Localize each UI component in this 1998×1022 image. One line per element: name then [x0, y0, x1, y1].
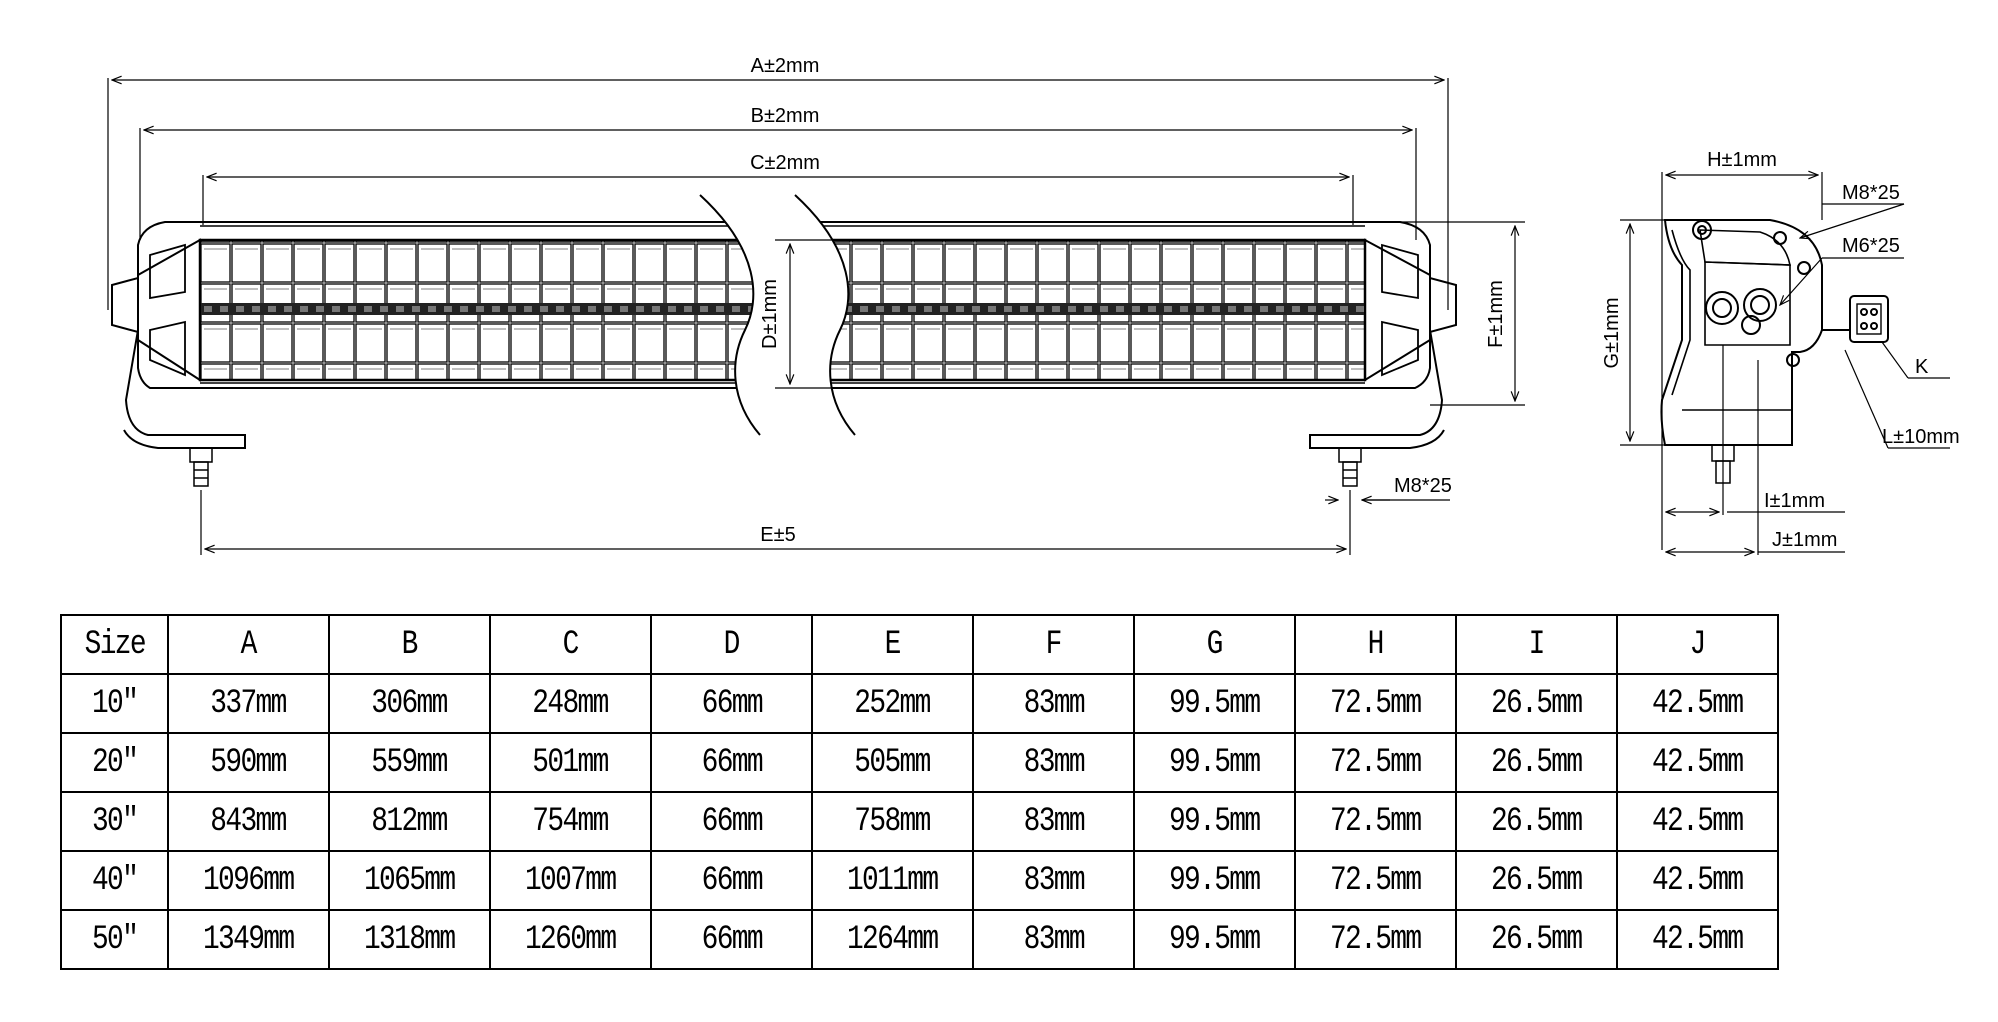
- dimension-cell: 26.5mm: [1455, 732, 1618, 793]
- dimension-cell: 99.5mm: [1133, 791, 1296, 852]
- header-size: Size: [60, 614, 169, 675]
- dimension-cell: 337mm: [167, 673, 330, 734]
- dimension-cell: 812mm: [328, 791, 491, 852]
- size-cell: 40″: [60, 850, 169, 911]
- dim-g-label: G±1mm: [1601, 298, 1623, 369]
- dimension-cell: 83mm: [972, 673, 1135, 734]
- side-dimensions: [1620, 172, 1950, 555]
- dimension-cell: 66mm: [650, 791, 813, 852]
- header-e: E: [811, 614, 974, 675]
- dimension-cell: 83mm: [972, 791, 1135, 852]
- dimension-cell: 1065mm: [328, 850, 491, 911]
- dimension-cell: 83mm: [972, 909, 1135, 970]
- right-bolt: [1338, 447, 1362, 487]
- dimension-cell: 72.5mm: [1294, 673, 1457, 734]
- front-dimension-labels: A±2mm B±2mm C±2mm D±1mm E±5 F±1mm M8*25: [750, 55, 1507, 546]
- technical-drawing: A±2mm B±2mm C±2mm D±1mm E±5 F±1mm M8*25: [107, 55, 1960, 580]
- bolt-bottom-label: M8*25: [1394, 475, 1452, 497]
- dimension-cell: 66mm: [650, 673, 813, 734]
- bolt-side-top-label: M8*25: [1842, 182, 1900, 204]
- dimension-cell: 42.5mm: [1616, 791, 1779, 852]
- dimension-cell: 42.5mm: [1616, 850, 1779, 911]
- left-bolt: [189, 447, 213, 487]
- dimension-cell: 72.5mm: [1294, 850, 1457, 911]
- dimension-cell: 1096mm: [167, 850, 330, 911]
- dimension-cell: 252mm: [811, 673, 974, 734]
- header-a: A: [167, 614, 330, 675]
- dimension-cell: 26.5mm: [1455, 673, 1618, 734]
- dimension-cell: 1264mm: [811, 909, 974, 970]
- dimension-cell: 590mm: [167, 732, 330, 793]
- dimension-cell: 99.5mm: [1133, 673, 1296, 734]
- dimension-cell: 1318mm: [328, 909, 491, 970]
- dimension-cell: 26.5mm: [1455, 791, 1618, 852]
- dimension-cell: 501mm: [489, 732, 652, 793]
- dimension-cell: 66mm: [650, 909, 813, 970]
- dimension-cell: 72.5mm: [1294, 791, 1457, 852]
- dimension-cell: 99.5mm: [1133, 732, 1296, 793]
- dimension-cell: 1011mm: [811, 850, 974, 911]
- dim-a-label: A±2mm: [751, 55, 820, 77]
- dim-l-label: L±10mm: [1882, 426, 1960, 448]
- dimension-cell: 42.5mm: [1616, 909, 1779, 970]
- bolt-side-mid-label: M6*25: [1842, 235, 1900, 257]
- side-dimension-labels: H±1mm G±1mm I±1mm J±1mm K L±10mm M8*25 M…: [1601, 149, 1960, 551]
- size-cell: 50″: [60, 909, 169, 970]
- dimension-cell: 248mm: [489, 673, 652, 734]
- dimension-cell: 505mm: [811, 732, 974, 793]
- dim-f-label: F±1mm: [1485, 280, 1507, 348]
- dimension-cell: 559mm: [328, 732, 491, 793]
- dim-b-label: B±2mm: [751, 105, 820, 127]
- size-cell: 20″: [60, 732, 169, 793]
- header-f: F: [972, 614, 1135, 675]
- dim-h-label: H±1mm: [1707, 149, 1777, 171]
- dimension-cell: 72.5mm: [1294, 732, 1457, 793]
- dimension-cell: 843mm: [167, 791, 330, 852]
- header-d: D: [650, 614, 813, 675]
- dimension-cell: 1260mm: [489, 909, 652, 970]
- dimension-cell: 99.5mm: [1133, 850, 1296, 911]
- dim-k-label: K: [1915, 356, 1929, 378]
- header-j: J: [1616, 614, 1779, 675]
- dimension-cell: 306mm: [328, 673, 491, 734]
- dimension-cell: 1349mm: [167, 909, 330, 970]
- dimension-cell: 26.5mm: [1455, 909, 1618, 970]
- size-cell: 10″: [60, 673, 169, 734]
- dimension-cell: 83mm: [972, 850, 1135, 911]
- header-g: G: [1133, 614, 1296, 675]
- dimension-cell: 1007mm: [489, 850, 652, 911]
- header-i: I: [1455, 614, 1618, 675]
- dimension-cell: 754mm: [489, 791, 652, 852]
- front-dimensions: [107, 78, 1525, 555]
- header-c: C: [489, 614, 652, 675]
- dimension-cell: 26.5mm: [1455, 850, 1618, 911]
- dimension-cell: 99.5mm: [1133, 909, 1296, 970]
- dim-d-label: D±1mm: [759, 279, 781, 349]
- dim-j-label: J±1mm: [1772, 529, 1837, 551]
- dimension-cell: 72.5mm: [1294, 909, 1457, 970]
- dim-c-label: C±2mm: [750, 152, 820, 174]
- dim-i-label: I±1mm: [1764, 490, 1825, 512]
- dimension-cell: 758mm: [811, 791, 974, 852]
- dimension-cell: 66mm: [650, 732, 813, 793]
- dim-e-label: E±5: [760, 524, 795, 546]
- header-b: B: [328, 614, 491, 675]
- size-cell: 30″: [60, 791, 169, 852]
- table-header-row: Size A B C D E F G H I J: [60, 614, 1779, 675]
- dimension-cell: 42.5mm: [1616, 673, 1779, 734]
- side-view: [1660, 219, 1889, 484]
- dimension-cell: 42.5mm: [1616, 732, 1779, 793]
- dimension-cell: 66mm: [650, 850, 813, 911]
- header-h: H: [1294, 614, 1457, 675]
- dimension-cell: 83mm: [972, 732, 1135, 793]
